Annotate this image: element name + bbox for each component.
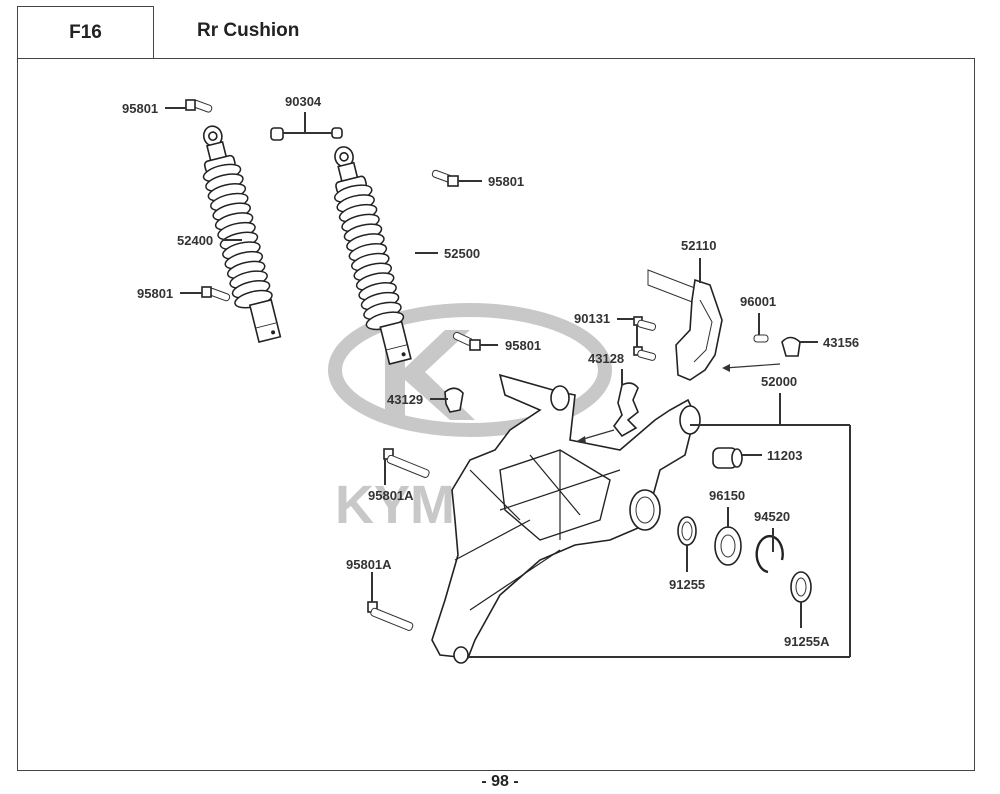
part-label[interactable]: 95801	[505, 338, 541, 353]
part-label[interactable]: 52000	[761, 374, 797, 389]
screw-96001[interactable]	[753, 334, 769, 343]
bolt-95801a-upper[interactable]	[383, 448, 430, 478]
part-label[interactable]: 94520	[754, 509, 790, 524]
leader-lines	[165, 107, 851, 658]
diagram-frame	[17, 58, 975, 771]
bolt-95801-top-right[interactable]	[431, 169, 459, 187]
clamp-43128[interactable]	[612, 382, 639, 438]
part-label[interactable]: 95801	[137, 286, 173, 301]
part-label[interactable]: 90304	[285, 94, 322, 109]
part-label[interactable]: 52110	[681, 238, 716, 253]
part-labels: 95801 90304 95801 52400 52500 95801 5211…	[122, 94, 859, 649]
part-label[interactable]: 95801A	[346, 557, 392, 572]
oil-seal-91255[interactable]	[677, 516, 697, 546]
part-label[interactable]: 95801A	[368, 488, 414, 503]
part-label[interactable]: 52400	[177, 233, 213, 248]
part-label[interactable]: 43129	[387, 392, 423, 407]
section-code: F16	[17, 6, 154, 58]
clip-43156[interactable]	[781, 336, 801, 357]
bearing-96150[interactable]	[714, 526, 742, 566]
part-label[interactable]: 91255	[669, 577, 705, 592]
collar-11203[interactable]	[712, 447, 743, 469]
part-label[interactable]: 90131	[574, 311, 610, 326]
oil-seal-91255a[interactable]	[790, 571, 812, 603]
bolt-95801-mid-left[interactable]	[201, 286, 231, 302]
part-label[interactable]: 91255A	[784, 634, 830, 649]
swing-arm-52000[interactable]	[431, 373, 701, 664]
part-label[interactable]: 95801	[488, 174, 524, 189]
section-title: Rr Cushion	[197, 20, 300, 41]
part-label[interactable]: 96001	[740, 294, 776, 309]
part-label[interactable]: 95801	[122, 101, 158, 116]
shock-absorber-left[interactable]	[192, 122, 282, 346]
bolt-95801a-lower[interactable]	[367, 601, 414, 631]
watermark-ring	[328, 303, 612, 437]
clip-43129[interactable]	[444, 387, 464, 413]
part-label[interactable]: 11203	[767, 448, 802, 463]
caliper-bracket-52110[interactable]	[647, 269, 723, 381]
part-label[interactable]: 43128	[588, 351, 624, 366]
page-number: - 98 -	[481, 773, 519, 790]
bolt-95801-top-left[interactable]	[185, 99, 213, 113]
bolt-95801-mid-right[interactable]	[452, 331, 481, 351]
part-label[interactable]: 52500	[444, 246, 480, 261]
shock-absorber-right[interactable]	[323, 143, 414, 368]
part-label[interactable]: 43156	[823, 335, 859, 350]
circlip-94520[interactable]	[755, 534, 784, 574]
part-label[interactable]: 96150	[709, 488, 745, 503]
